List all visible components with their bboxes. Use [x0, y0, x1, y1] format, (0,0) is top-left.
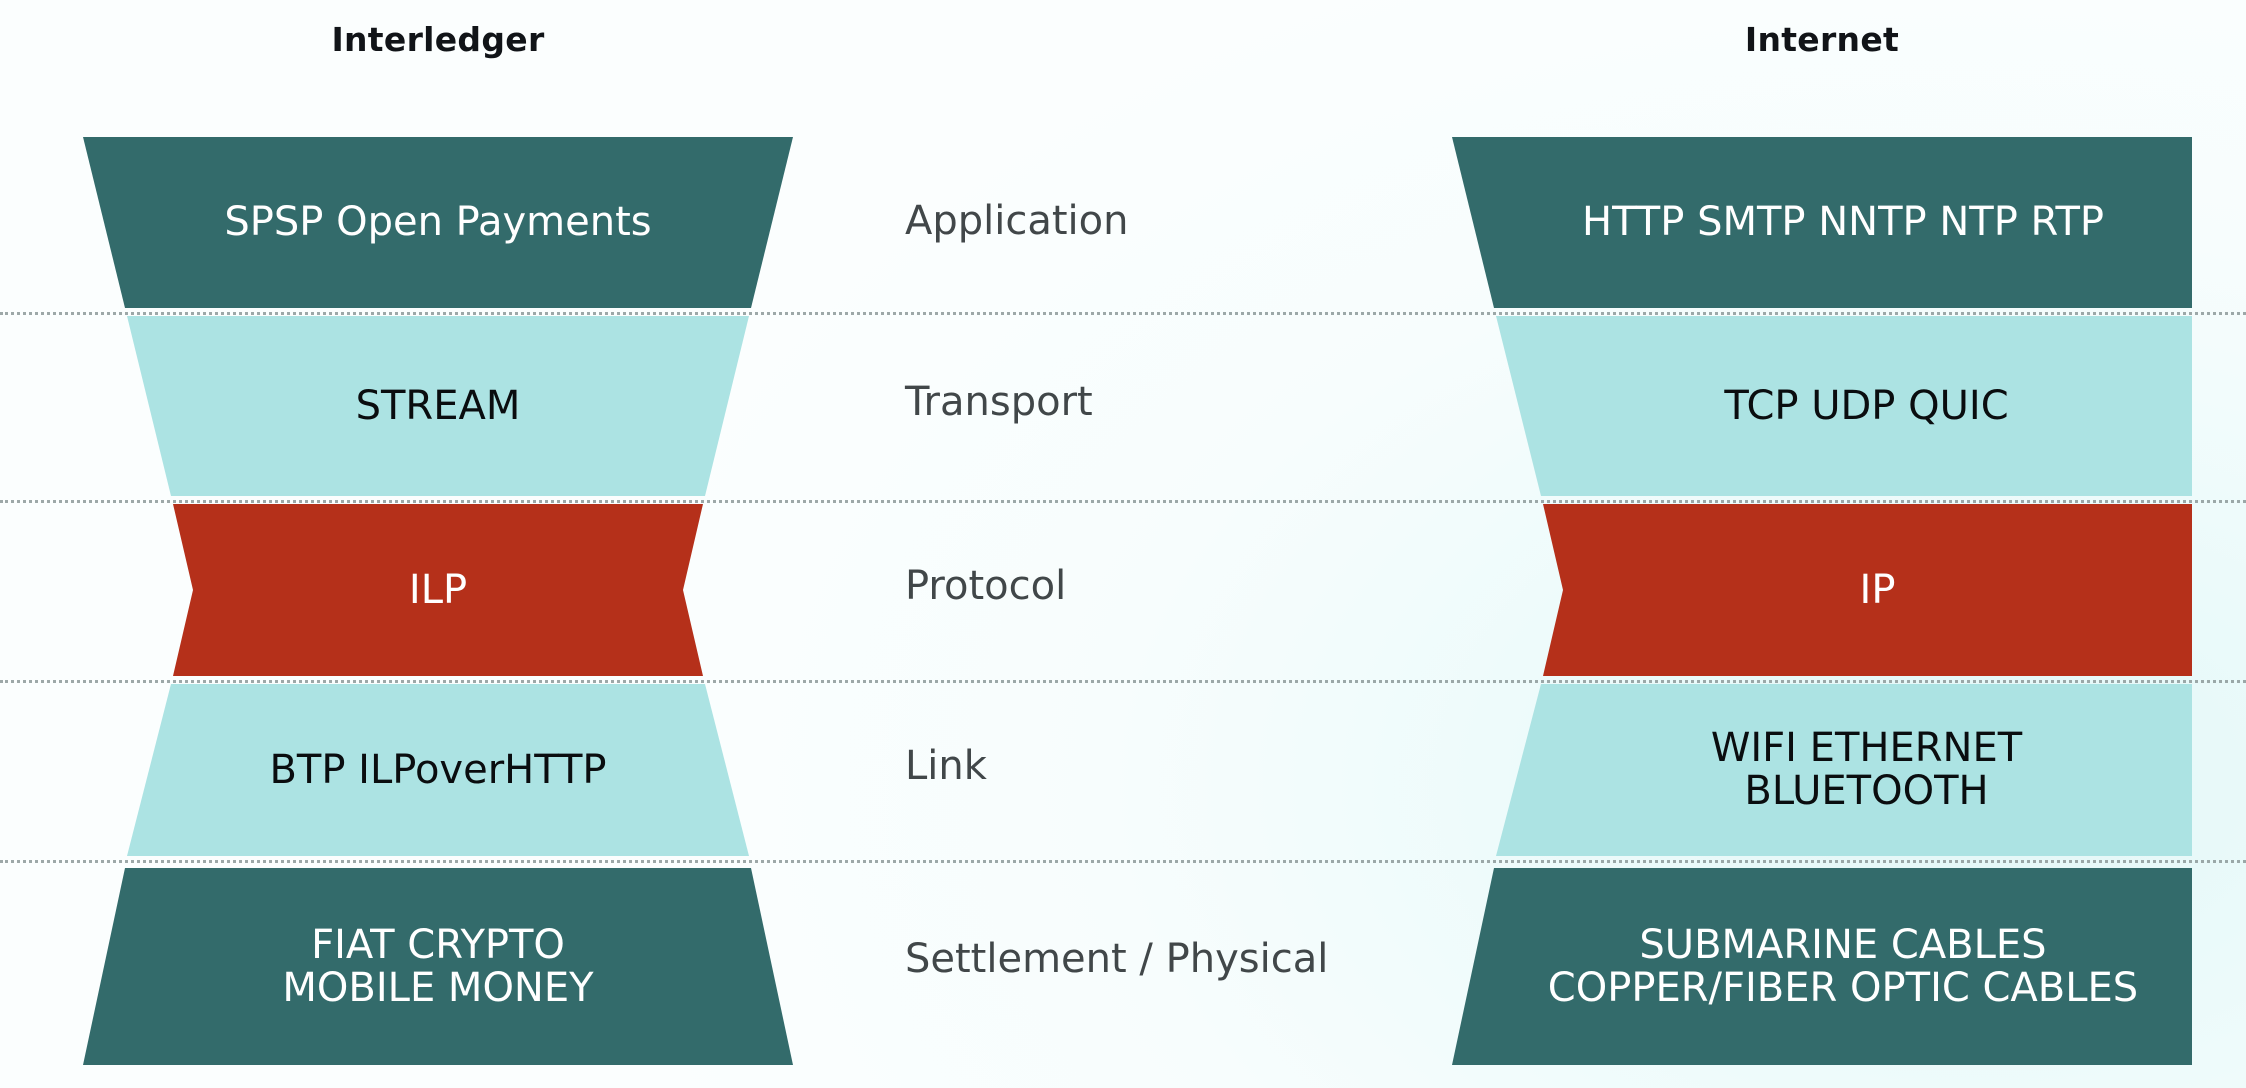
- middle-label-settlement-physical: Settlement / Physical: [905, 935, 1329, 982]
- column-title-interledger: Interledger: [331, 20, 545, 59]
- middle-label-transport: Transport: [905, 379, 1093, 425]
- right-layer-link-shape[interactable]: [1496, 684, 2192, 856]
- layer-divider-application-transport: [0, 312, 2246, 315]
- middle-label-link: Link: [905, 743, 987, 789]
- right-layer-application-shape[interactable]: [1452, 137, 2192, 308]
- right-layer-protocol-shape[interactable]: [1543, 504, 2192, 676]
- layer-divider-transport-protocol: [0, 500, 2246, 503]
- layer-divider-protocol-link: [0, 680, 2246, 683]
- left-layer-link-shape[interactable]: [127, 684, 749, 856]
- column-title-internet: Internet: [1744, 20, 1900, 59]
- layer-divider-link-settlement: [0, 860, 2246, 863]
- left-layer-protocol-shape[interactable]: [173, 504, 703, 676]
- middle-label-application: Application: [905, 197, 1129, 244]
- left-layer-transport-shape[interactable]: [127, 316, 749, 496]
- left-layer-application-shape[interactable]: [83, 137, 793, 308]
- left-layer-settlement-shape[interactable]: [83, 868, 793, 1065]
- right-layer-transport-shape[interactable]: [1496, 316, 2192, 496]
- right-layer-settlement-shape[interactable]: [1452, 868, 2192, 1065]
- middle-label-protocol: Protocol: [905, 563, 1067, 609]
